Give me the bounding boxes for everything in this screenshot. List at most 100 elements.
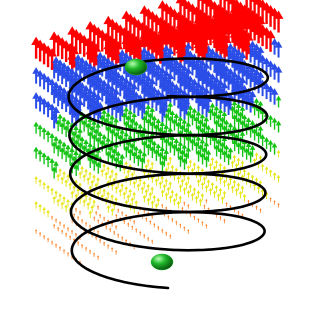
vector-arrow bbox=[106, 166, 110, 174]
vector-arrow bbox=[41, 127, 47, 140]
vector-arrow bbox=[172, 198, 177, 206]
vector-arrow bbox=[149, 220, 152, 225]
vector-arrow bbox=[32, 67, 40, 84]
vector-arrow bbox=[46, 237, 50, 243]
vector-arrow bbox=[74, 54, 82, 71]
vector-arrow bbox=[139, 230, 142, 236]
vector-arrow bbox=[145, 217, 148, 222]
vector-arrow bbox=[103, 241, 106, 246]
vector-arrow bbox=[96, 51, 104, 69]
vector-arrow bbox=[230, 45, 239, 63]
vector-arrow bbox=[106, 191, 110, 199]
vector-arrow bbox=[68, 182, 72, 190]
start-point-marker bbox=[150, 253, 174, 271]
vector-arrow bbox=[113, 230, 116, 236]
vector-arrow bbox=[203, 141, 210, 154]
vector-arrow bbox=[82, 59, 90, 77]
vector-arrow bbox=[102, 188, 106, 196]
vector-arrow bbox=[61, 116, 67, 129]
vector-arrow bbox=[62, 224, 66, 229]
vector-arrow bbox=[245, 142, 252, 155]
vector-arrow bbox=[192, 187, 197, 195]
vector-arrow bbox=[88, 249, 92, 255]
vector-arrow bbox=[44, 75, 52, 93]
vector-arrow bbox=[32, 92, 40, 109]
vector-arrow bbox=[273, 200, 276, 205]
vector-arrow bbox=[33, 146, 39, 159]
vector-arrow bbox=[65, 119, 71, 132]
vector-arrow bbox=[53, 223, 56, 229]
vector-arrow bbox=[226, 42, 235, 60]
vector-arrow bbox=[270, 88, 279, 105]
vector-arrow bbox=[74, 207, 78, 213]
vector-arrow bbox=[154, 178, 159, 186]
vector-arrow bbox=[155, 118, 162, 131]
vector-arrow bbox=[36, 70, 44, 87]
vector-arrow bbox=[212, 76, 221, 93]
vector-arrow bbox=[160, 175, 165, 184]
vector-arrow bbox=[260, 163, 265, 172]
vector-arrow bbox=[97, 219, 100, 224]
vector-arrow bbox=[259, 208, 262, 213]
vector-arrow bbox=[150, 161, 155, 170]
vector-arrow bbox=[200, 192, 205, 201]
vector-arrow bbox=[138, 177, 143, 186]
vector-arrow bbox=[69, 147, 75, 160]
vector-arrow bbox=[115, 213, 118, 219]
vector-arrow bbox=[272, 172, 277, 180]
vector-arrow bbox=[177, 115, 184, 128]
vector-arrow bbox=[182, 187, 187, 195]
vector-arrow bbox=[142, 194, 147, 203]
vector-arrow bbox=[61, 229, 64, 235]
vector-arrow bbox=[275, 120, 282, 133]
vector-arrow bbox=[248, 40, 257, 58]
vector-arrow bbox=[205, 223, 208, 229]
vector-arrow bbox=[131, 225, 134, 230]
vector-arrow bbox=[184, 181, 189, 190]
vector-arrow bbox=[148, 77, 157, 95]
vector-arrow bbox=[92, 199, 96, 207]
vector-arrow bbox=[103, 216, 106, 221]
vector-arrow bbox=[121, 211, 124, 216]
vector-arrow bbox=[195, 110, 202, 123]
vector-arrow bbox=[101, 134, 107, 146]
vector-arrow bbox=[188, 159, 193, 168]
vector-arrow bbox=[176, 175, 181, 184]
vector-arrow bbox=[94, 93, 102, 110]
vector-arrow bbox=[48, 103, 56, 121]
vector-arrow bbox=[90, 204, 94, 213]
vector-arrow bbox=[144, 189, 149, 197]
vector-arrow bbox=[181, 143, 188, 156]
vector-arrow bbox=[177, 140, 184, 153]
trajectory-markers bbox=[124, 58, 174, 271]
vector-arrow bbox=[170, 189, 175, 198]
vector-arrow bbox=[78, 56, 86, 74]
vector-arrow bbox=[114, 249, 118, 255]
vector-arrow bbox=[143, 233, 146, 239]
vector-arrow bbox=[54, 243, 58, 248]
vector-arrow bbox=[114, 171, 118, 180]
vector-arrow bbox=[163, 149, 170, 162]
vector-arrow bbox=[230, 185, 235, 193]
vector-arrow bbox=[58, 168, 62, 176]
vector-arrow bbox=[174, 192, 179, 201]
vector-arrow bbox=[155, 143, 162, 156]
vector-arrow bbox=[162, 183, 167, 192]
vector-arrow bbox=[148, 192, 153, 200]
vector-arrow bbox=[248, 65, 257, 83]
vector-arrow bbox=[77, 128, 83, 140]
vector-arrow bbox=[167, 214, 170, 220]
vector-arrow bbox=[175, 220, 178, 226]
vector-arrow bbox=[235, 103, 242, 116]
vector-arrow bbox=[128, 188, 132, 197]
vector-arrow bbox=[33, 121, 39, 134]
vector-arrow bbox=[91, 43, 102, 66]
vector-arrow bbox=[186, 164, 191, 173]
vector-arrow bbox=[114, 224, 118, 230]
vector-arrow bbox=[242, 193, 247, 202]
vector-arrow bbox=[146, 197, 151, 206]
vector-arrow bbox=[197, 0, 200, 12]
vector-arrow bbox=[276, 174, 281, 183]
vector-arrow bbox=[142, 180, 147, 189]
vector-arrow bbox=[86, 202, 90, 210]
